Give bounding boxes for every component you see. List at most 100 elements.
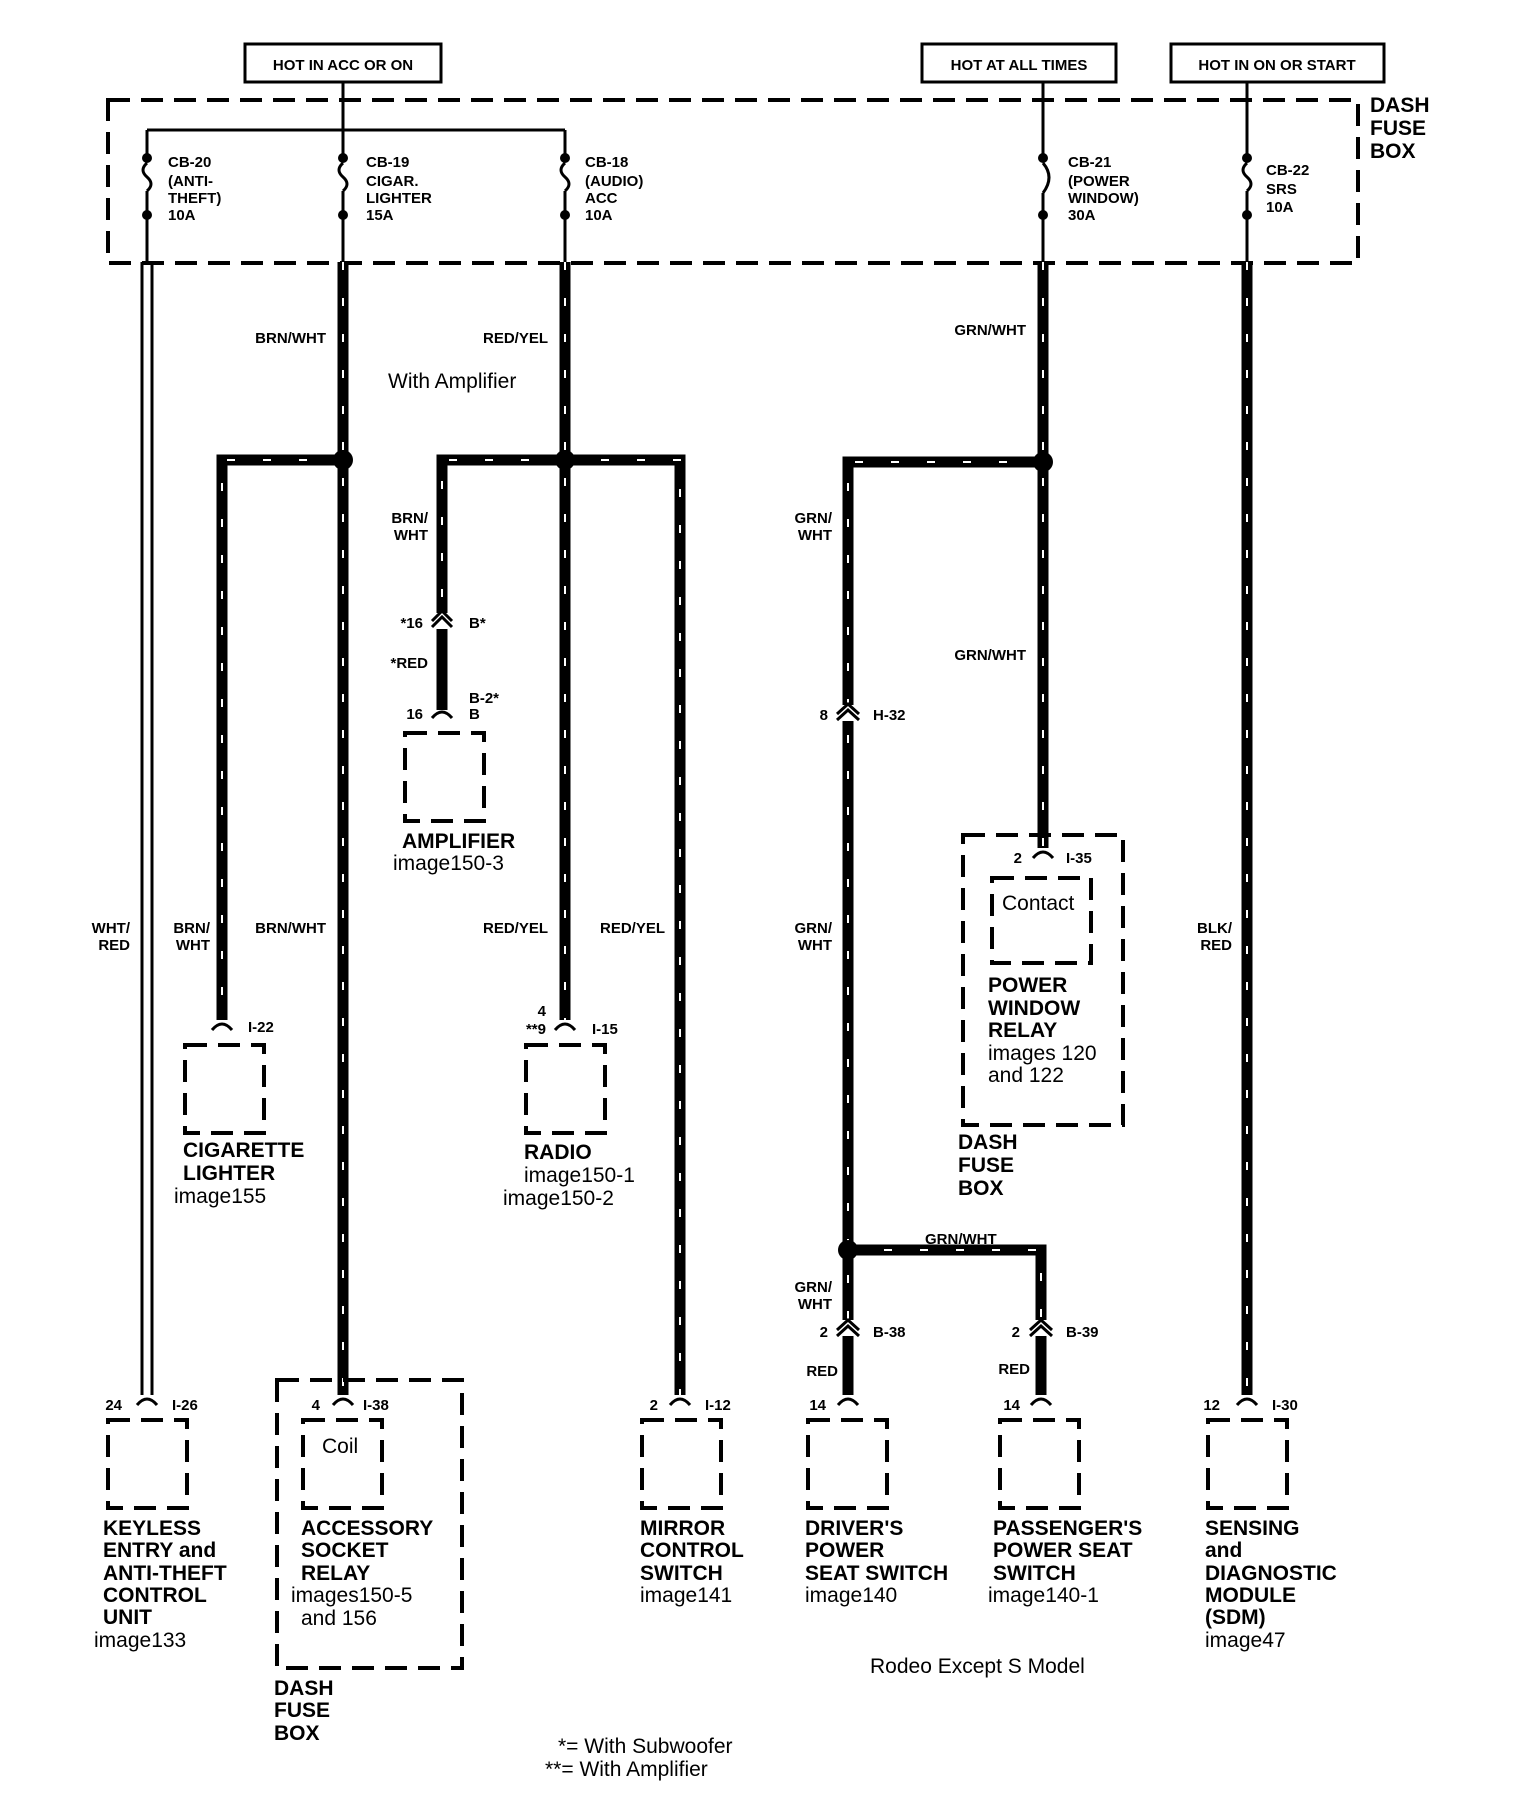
- svg-text:LIGHTER: LIGHTER: [366, 190, 432, 207]
- svg-text:BRN/WHT: BRN/WHT: [255, 920, 326, 937]
- svg-text:CONTROL: CONTROL: [103, 1584, 207, 1607]
- breaker-cb22: CB-22 SRS 10A: [1241, 153, 1309, 262]
- svg-text:ENTRY and: ENTRY and: [103, 1539, 216, 1562]
- svg-text:*= With Subwoofer: *= With Subwoofer: [558, 1735, 733, 1758]
- svg-text:RED: RED: [98, 937, 130, 954]
- svg-text:I-35: I-35: [1066, 850, 1092, 867]
- component-passengers-power-seat-switch: PASSENGER'S POWER SEAT SWITCH image140-1: [988, 1418, 1142, 1607]
- svg-text:GRN/WHT: GRN/WHT: [954, 647, 1026, 664]
- svg-text:I-26: I-26: [172, 1397, 198, 1414]
- svg-text:(POWER: (POWER: [1068, 173, 1130, 190]
- svg-text:FUSE: FUSE: [274, 1699, 330, 1722]
- svg-text:MIRROR: MIRROR: [640, 1517, 725, 1540]
- svg-text:14: 14: [809, 1397, 826, 1414]
- svg-text:I-38: I-38: [363, 1397, 389, 1414]
- svg-text:KEYLESS: KEYLESS: [103, 1517, 201, 1540]
- svg-text:MODULE: MODULE: [1205, 1584, 1296, 1607]
- footnotes: *= With Subwoofer **= With Amplifier: [545, 1735, 733, 1781]
- dash-fuse-box-label: DASH FUSE BOX: [1370, 94, 1430, 163]
- svg-text:4: 4: [312, 1397, 321, 1414]
- svg-text:and 122: and 122: [988, 1064, 1064, 1087]
- svg-text:SWITCH: SWITCH: [640, 1562, 723, 1585]
- svg-text:*16: *16: [400, 615, 423, 632]
- svg-text:CB-21: CB-21: [1068, 154, 1111, 171]
- svg-text:WINDOW: WINDOW: [988, 997, 1080, 1020]
- svg-text:SWITCH: SWITCH: [993, 1562, 1076, 1585]
- svg-text:image150-1: image150-1: [524, 1164, 635, 1187]
- component-cigarette-lighter: CIGARETTE LIGHTER image155: [174, 1043, 304, 1208]
- svg-text:images 120: images 120: [988, 1042, 1097, 1065]
- svg-text:image133: image133: [94, 1629, 186, 1652]
- svg-text:UNIT: UNIT: [103, 1606, 152, 1629]
- supply-label-acc-or-on: HOT IN ACC OR ON: [243, 42, 443, 84]
- svg-text:LIGHTER: LIGHTER: [183, 1162, 275, 1185]
- svg-text:10A: 10A: [1266, 199, 1294, 216]
- svg-text:ACCESSORY: ACCESSORY: [301, 1517, 433, 1540]
- svg-text:Contact: Contact: [1002, 892, 1075, 915]
- svg-text:B-39: B-39: [1066, 1324, 1099, 1341]
- breaker-cb21: CB-21 (POWER WINDOW) 30A: [1038, 153, 1139, 262]
- svg-text:2: 2: [1014, 850, 1022, 867]
- component-radio: RADIO image150-1 image150-2: [503, 1043, 635, 1210]
- svg-text:AMPLIFIER: AMPLIFIER: [402, 830, 515, 853]
- component-amplifier: AMPLIFIER image150-3: [393, 731, 515, 875]
- svg-text:GRN/WHT: GRN/WHT: [925, 1231, 997, 1248]
- svg-text:DRIVER'S: DRIVER'S: [805, 1517, 903, 1540]
- component-drivers-power-seat-switch: DRIVER'S POWER SEAT SWITCH image140: [805, 1418, 948, 1607]
- svg-text:WHT: WHT: [394, 527, 428, 544]
- svg-text:and: and: [1205, 1539, 1242, 1562]
- svg-text:*RED: *RED: [390, 655, 428, 672]
- svg-text:4: 4: [538, 1003, 547, 1020]
- svg-text:image155: image155: [174, 1185, 266, 1208]
- svg-text:B: B: [469, 706, 480, 723]
- svg-text:I-15: I-15: [592, 1021, 618, 1038]
- svg-text:WHT: WHT: [176, 937, 210, 954]
- svg-text:RADIO: RADIO: [524, 1141, 592, 1164]
- inline-connector-b39: [1028, 1317, 1054, 1338]
- splice-audio: [555, 450, 575, 470]
- svg-text:I-22: I-22: [248, 1019, 274, 1036]
- svg-text:WHT: WHT: [798, 527, 832, 544]
- svg-text:RED: RED: [998, 1361, 1030, 1378]
- svg-text:CB-18: CB-18: [585, 154, 628, 171]
- svg-text:14: 14: [1003, 1397, 1020, 1414]
- svg-text:(ANTI-: (ANTI-: [168, 173, 213, 190]
- inline-connector-h32: [835, 701, 861, 722]
- svg-text:FUSE: FUSE: [1370, 117, 1426, 140]
- splice-cigar: [333, 450, 353, 470]
- svg-text:HOT AT ALL TIMES: HOT AT ALL TIMES: [951, 57, 1088, 74]
- svg-text:BOX: BOX: [958, 1177, 1004, 1200]
- svg-text:THEFT): THEFT): [168, 190, 221, 207]
- connector-labels: *16 B* 16 B-2* B 8 H-32 2 I-35 I-22 4 **…: [105, 615, 1298, 1414]
- svg-text:B-38: B-38: [873, 1324, 906, 1341]
- svg-text:image140: image140: [805, 1584, 897, 1607]
- svg-text:image141: image141: [640, 1584, 732, 1607]
- svg-text:12: 12: [1203, 1397, 1220, 1414]
- svg-text:RED/YEL: RED/YEL: [483, 330, 548, 347]
- svg-text:HOT IN ON OR START: HOT IN ON OR START: [1198, 57, 1355, 74]
- wire-grn-wht-seat: [842, 456, 1043, 1395]
- svg-text:WHT: WHT: [798, 1296, 832, 1313]
- component-keyless-entry: KEYLESS ENTRY and ANTI-THEFT CONTROL UNI…: [94, 1418, 227, 1652]
- svg-text:FUSE: FUSE: [958, 1154, 1014, 1177]
- svg-text:SOCKET: SOCKET: [301, 1539, 389, 1562]
- svg-text:(AUDIO): (AUDIO): [585, 173, 643, 190]
- svg-text:PASSENGER'S: PASSENGER'S: [993, 1517, 1142, 1540]
- svg-text:RED/YEL: RED/YEL: [600, 920, 665, 937]
- svg-text:B-2*: B-2*: [469, 690, 499, 707]
- svg-text:8: 8: [820, 707, 828, 724]
- component-mirror-control-switch: MIRROR CONTROL SWITCH image141: [640, 1418, 744, 1607]
- svg-text:RED: RED: [806, 1363, 838, 1380]
- svg-text:WHT/: WHT/: [92, 920, 131, 937]
- svg-text:CB-20: CB-20: [168, 154, 211, 171]
- inline-connector-b: [430, 608, 454, 629]
- svg-text:BOX: BOX: [274, 1722, 320, 1745]
- svg-text:POWER SEAT: POWER SEAT: [993, 1539, 1133, 1562]
- wires: [140, 262, 1253, 1395]
- svg-text:GRN/: GRN/: [795, 510, 833, 527]
- svg-text:BRN/: BRN/: [391, 510, 428, 527]
- wire-wht-red: [140, 262, 154, 1395]
- svg-text:**9: **9: [526, 1021, 546, 1038]
- svg-text:RELAY: RELAY: [988, 1019, 1057, 1042]
